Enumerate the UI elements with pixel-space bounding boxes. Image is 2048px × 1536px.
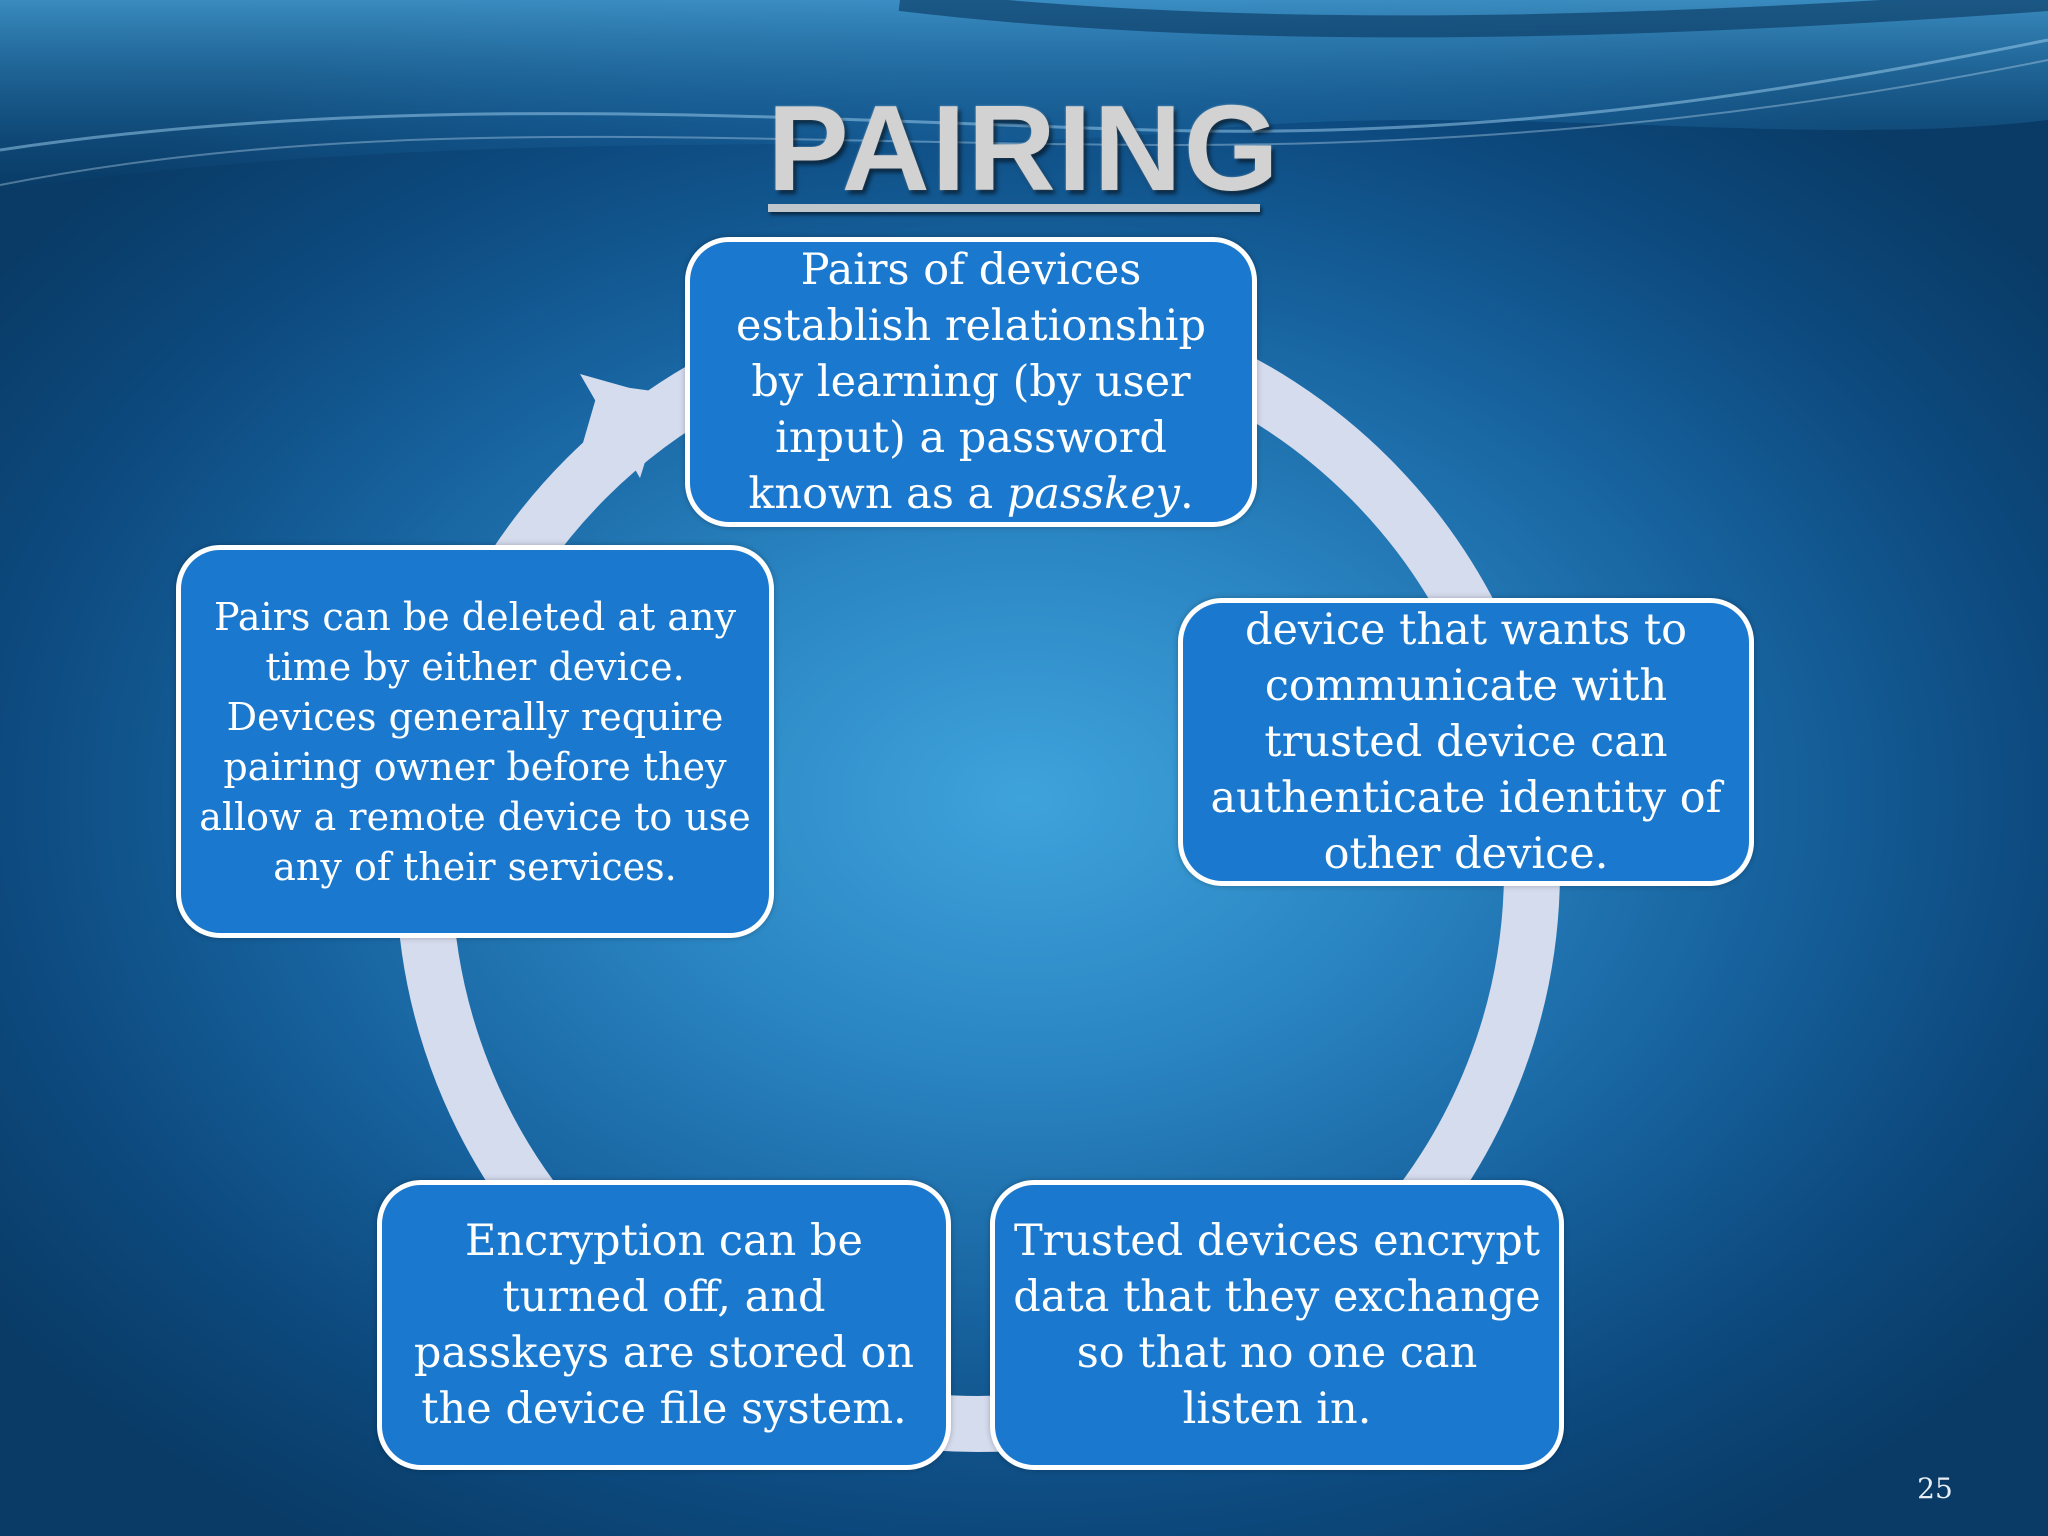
cycle-step-text: Pairs of devices establish relationship … bbox=[736, 245, 1206, 519]
cycle-step-text: Trusted devices encrypt data that they e… bbox=[1013, 1216, 1541, 1434]
passkey-emphasis: passkey bbox=[1006, 469, 1180, 519]
top-wave-line-1 bbox=[0, 38, 2048, 152]
cycle-step-passkey: Pairs of devices establish relationship … bbox=[685, 237, 1257, 527]
cycle-arrow-tip bbox=[580, 374, 665, 478]
top-wave-wash bbox=[0, 0, 2048, 190]
cycle-step-text: Encryption can be turned off, and passke… bbox=[413, 1216, 915, 1434]
top-wave-line-2 bbox=[0, 59, 2048, 186]
page-number: 25 bbox=[1917, 1472, 1953, 1505]
cycle-step-text: device that wants to communicate with tr… bbox=[1210, 605, 1722, 879]
cycle-step-encrypt: Trusted devices encrypt data that they e… bbox=[990, 1180, 1564, 1470]
cycle-step-delete-pairs: Pairs can be deleted at any time by eith… bbox=[176, 545, 774, 938]
title-underline bbox=[768, 204, 1260, 212]
cycle-step-authenticate: device that wants to communicate with tr… bbox=[1178, 598, 1754, 886]
slide-title: PAIRING bbox=[767, 80, 1281, 216]
cycle-step-encryption-off: Encryption can be turned off, and passke… bbox=[377, 1180, 951, 1470]
cycle-step-text: Pairs can be deleted at any time by eith… bbox=[199, 594, 751, 889]
top-dark-ribbon bbox=[898, 0, 2048, 38]
